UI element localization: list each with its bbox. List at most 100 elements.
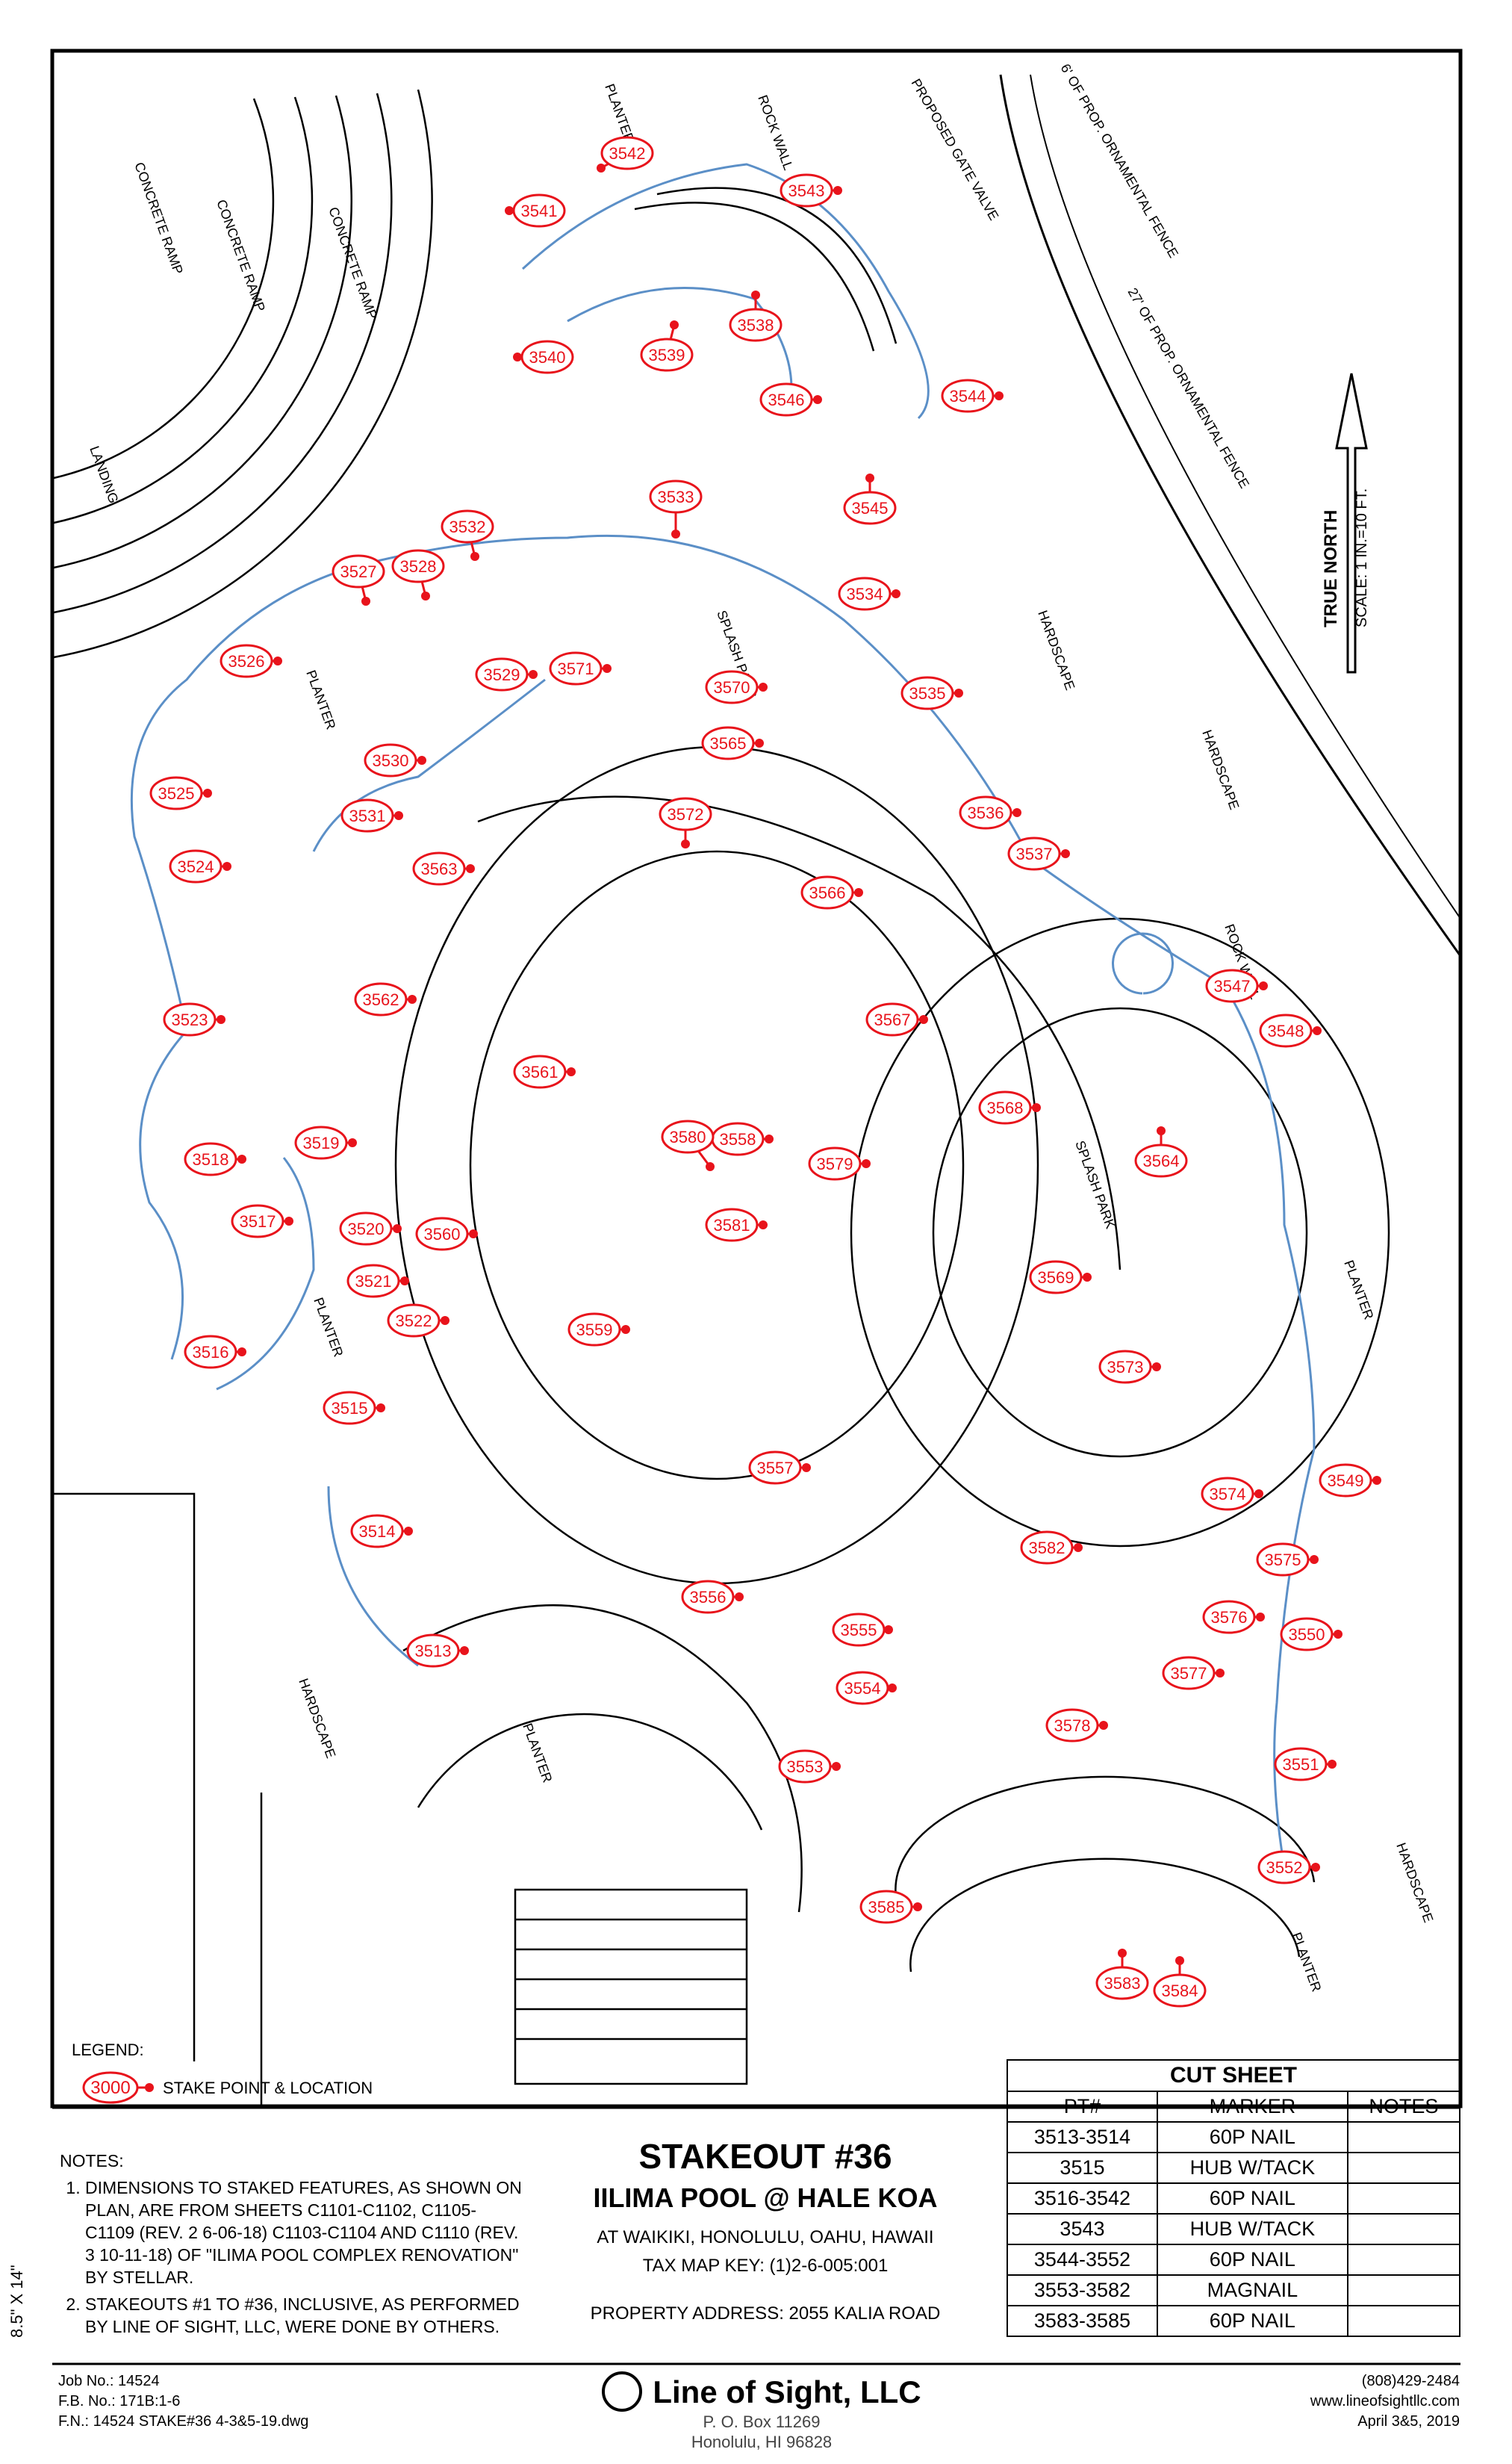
stake-bubble (941, 379, 995, 413)
stake-bubble (149, 776, 203, 810)
stake-location-dot (735, 1592, 744, 1601)
stake-point-3548: 3548 (1259, 1014, 1322, 1048)
stake-location-dot (1118, 1949, 1127, 1958)
stake-point-3521: 3521 (346, 1264, 409, 1298)
stake-bubble (1202, 1600, 1256, 1634)
stake-location-dot (1074, 1543, 1083, 1552)
drawing-date: April 3&5, 2019 (1357, 2413, 1460, 2430)
stake-bubble (340, 798, 394, 833)
table-cell: 3516-3542 (1007, 2182, 1158, 2215)
stake-point-3556: 3556 (681, 1580, 744, 1614)
stake-bubble (323, 1391, 376, 1425)
stake-number: 3561 (522, 1063, 559, 1082)
stake-bubble (900, 676, 954, 710)
stake-point-3527: 3527 (332, 554, 385, 606)
stake-bubble (600, 136, 654, 170)
label-planter-3: PLANTER (1341, 1259, 1376, 1322)
table-cell: 60P NAIL (1156, 2244, 1348, 2276)
stake-bubble (184, 1142, 237, 1176)
stake-bubble (778, 1749, 832, 1784)
stake-location-dot (203, 789, 212, 798)
scale-label: SCALE: 1 IN.=10 FT. (1354, 488, 1370, 627)
stake-bubble (520, 340, 574, 374)
stake-point-3585: 3585 (859, 1890, 922, 1924)
legend-point (145, 2083, 154, 2092)
stake-bubble (780, 173, 833, 208)
stake-number: 3573 (1107, 1358, 1144, 1377)
stake-number: 3534 (847, 585, 883, 603)
label-planter-4: PLANTER (1289, 1931, 1324, 1994)
stake-bubble (1201, 1477, 1254, 1511)
stake-number: 3515 (332, 1399, 368, 1418)
stake-location-dot (892, 589, 900, 598)
property-address: PROPERTY ADDRESS: 2055 KALIA ROAD (590, 2303, 941, 2324)
tax-map-text: TAX MAP KEY: (1)2-6-005:001 (642, 2256, 889, 2276)
stake-point-3520: 3520 (339, 1211, 402, 1246)
company-phone: (808)429-2484 (1361, 2373, 1460, 2389)
stake-location-dot (417, 756, 426, 765)
stake-point-3538: 3538 (729, 291, 783, 342)
stake-number: 3520 (348, 1220, 385, 1238)
stake-point-3544: 3544 (941, 379, 1004, 413)
stake-bubble (163, 1002, 217, 1037)
stake-point-3554: 3554 (836, 1671, 897, 1705)
stake-location-dot (1254, 1489, 1263, 1498)
stake-point-3567: 3567 (865, 1002, 928, 1037)
stake-location-dot (833, 186, 842, 195)
stake-number: 3538 (738, 316, 774, 335)
stake-point-3534: 3534 (838, 577, 900, 611)
table-cell: 60P NAIL (1156, 2121, 1348, 2153)
stake-point-3572: 3572 (659, 797, 712, 848)
stake-point-3529: 3529 (475, 657, 538, 692)
table-cell (1346, 2213, 1461, 2245)
stake-location-dot (1310, 1555, 1319, 1564)
stake-number: 3528 (400, 557, 437, 576)
stake-point-3558: 3558 (711, 1122, 774, 1156)
stake-bubble (959, 795, 1012, 830)
stake-location-dot (404, 1527, 413, 1536)
stake-location-dot (755, 739, 764, 748)
stake-point-3579: 3579 (808, 1146, 871, 1181)
table-cell (1346, 2182, 1461, 2215)
table-cell (1346, 2244, 1461, 2276)
stake-location-dot (1216, 1669, 1225, 1678)
stake-point-3516: 3516 (184, 1335, 246, 1369)
stake-bubble (294, 1126, 348, 1160)
stake-point-3526: 3526 (220, 644, 282, 678)
stake-bubble (1256, 1542, 1310, 1577)
stake-point-3545: 3545 (843, 474, 897, 525)
north-arrow: TRUE NORTH SCALE: 1 IN.=10 FT. (1321, 373, 1370, 674)
notes-list: DIMENSIONS TO STAKED FEATURES, AS SHOWN … (60, 2176, 523, 2338)
stake-bubble (567, 1312, 621, 1347)
stake-point-3531: 3531 (340, 798, 403, 833)
sheet-size: 8.5" X 14" (7, 2265, 26, 2338)
stake-number: 3517 (240, 1212, 276, 1231)
field-book: F.B. No.: 171B:1-6 (58, 2393, 181, 2409)
stake-location-dot (1157, 1126, 1166, 1135)
stake-bubble (1280, 1617, 1334, 1651)
stake-number: 3545 (852, 499, 889, 518)
stake-number: 3566 (809, 884, 846, 902)
stake-bubble (701, 726, 755, 760)
label-hardscape-2: HARDSCAPE (1199, 728, 1242, 812)
stake-location-dot (913, 1902, 922, 1911)
stake-bubble (808, 1146, 862, 1181)
stake-number: 3543 (788, 181, 825, 200)
cut-sheet-header-row: PT# MARKER NOTES (1007, 2091, 1461, 2123)
stake-bubble (659, 797, 712, 831)
stake-location-dot (1259, 981, 1268, 990)
stake-location-dot (513, 353, 522, 361)
stake-number: 3556 (690, 1588, 727, 1607)
stake-point-3515: 3515 (323, 1391, 385, 1425)
company-city: Honolulu, HI 96828 (691, 2433, 833, 2451)
stake-location-dot (1328, 1760, 1337, 1769)
stake-point-3581: 3581 (705, 1208, 768, 1242)
stake-point-3524: 3524 (169, 849, 231, 884)
stake-location-dot (671, 530, 680, 539)
stake-point-3547: 3547 (1205, 969, 1268, 1003)
stake-number: 3519 (303, 1134, 340, 1152)
column-header: MARKER (1156, 2091, 1348, 2123)
stake-bubble (350, 1514, 404, 1548)
